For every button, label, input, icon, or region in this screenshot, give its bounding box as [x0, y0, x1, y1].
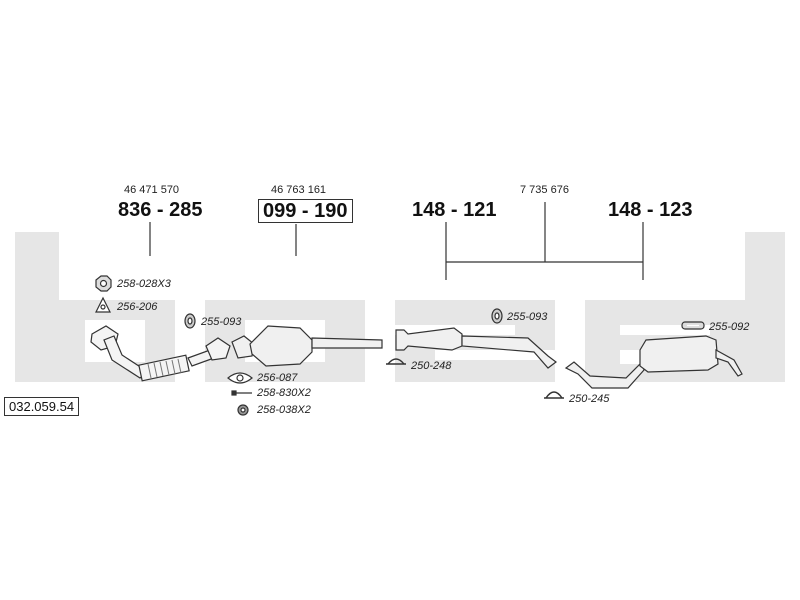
leader-lines [149, 202, 644, 280]
bolt-icon [231, 390, 252, 396]
part-number[interactable]: 836 - 285 [118, 199, 203, 221]
clamp-icon [544, 391, 564, 399]
oem-reference: 7 735 676 [520, 184, 569, 196]
rubber-mount-icon [491, 308, 503, 324]
hanger-ring-icon [681, 321, 705, 330]
flange-nut-icon [237, 404, 249, 416]
gasket-triangle-icon [95, 296, 111, 313]
front-pipe [90, 325, 231, 382]
part-number[interactable]: 148 - 121 [412, 199, 497, 221]
accessory-label[interactable]: 250-245 [569, 393, 610, 405]
part-number[interactable]: 148 - 123 [608, 199, 693, 221]
catalytic-converter [231, 325, 383, 367]
accessory-label[interactable]: 255-093 [201, 316, 242, 328]
accessory-label[interactable]: 258-830X2 [257, 387, 311, 399]
accessory-label[interactable]: 258-038X2 [257, 404, 311, 416]
part-number[interactable]: 099 - 190 [258, 199, 353, 223]
accessory-label[interactable]: 256-087 [257, 372, 298, 384]
clamp-icon [386, 358, 406, 365]
oem-reference: 46 471 570 [124, 184, 180, 196]
gasket-oval-icon [227, 372, 253, 384]
accessory-label[interactable]: 255-093 [507, 311, 548, 323]
accessory-label[interactable]: 255-092 [709, 321, 750, 333]
catalog-number: 032.059.54 [4, 397, 80, 416]
flex-section-stripes [147, 358, 182, 379]
accessory-label[interactable]: 250-248 [411, 360, 452, 372]
accessory-label[interactable]: 258-028X3 [117, 278, 171, 290]
rear-silencer [564, 335, 743, 389]
oem-reference: 46 763 161 [271, 184, 327, 196]
nut-icon [95, 275, 112, 292]
accessory-label[interactable]: 256-206 [117, 301, 158, 313]
rubber-mount-icon [184, 313, 196, 329]
middle-silencer [395, 327, 557, 369]
